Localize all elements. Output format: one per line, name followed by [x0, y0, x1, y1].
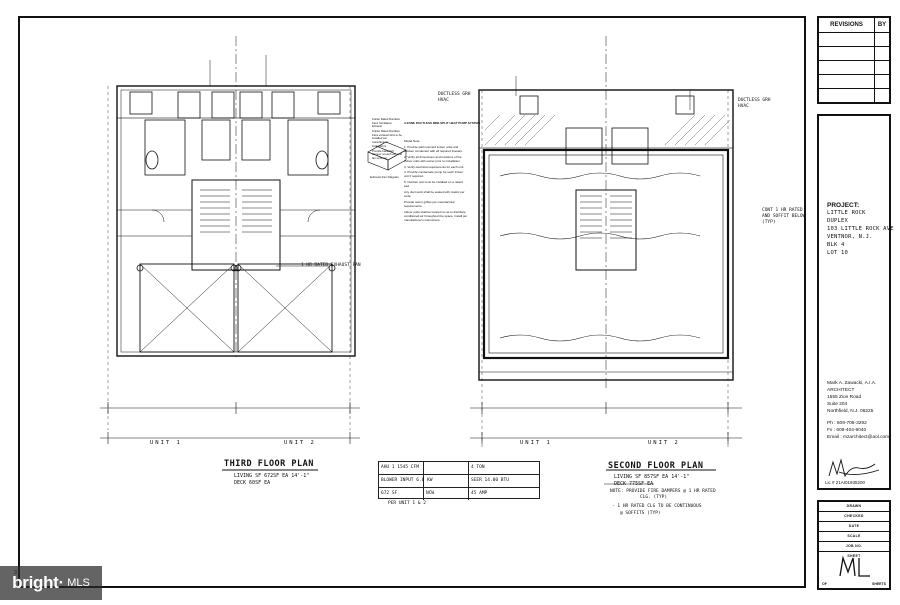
date-label: DATE — [819, 522, 889, 532]
architect-fax: Fx : 609-404-9040 — [827, 428, 867, 433]
drawn-label: DRAWN — [819, 502, 889, 512]
project-line: VENTNOR, N.J. — [827, 234, 873, 240]
checked-label: CHECKED — [819, 512, 889, 522]
second-floor-deck-sf: DECK 775SF EA — [614, 481, 654, 487]
fire-damper-note-cont: CLG. (TYP) — [640, 495, 668, 500]
third-floor-unit-2-label: UNIT 2 — [284, 440, 316, 446]
logo-dot-icon: · — [58, 573, 65, 592]
rated-ceiling-note-cont: @ SOFFITS (TYP) — [620, 511, 661, 516]
architect-phone: Ph : 609-708-3292 — [827, 421, 867, 426]
revisions-by-header: BY — [877, 22, 887, 28]
drawing-info-box: DRAWN CHECKED DATE SCALE JOB NO. SHEET O… — [817, 500, 891, 590]
second-floor-living-sf: LIVING SF 857SF EA 14'-1" — [614, 474, 690, 480]
sheets-label: SHEETS — [871, 582, 886, 586]
architect-address-2: Suite 204 — [827, 402, 848, 407]
logo-suffix: MLS — [67, 577, 90, 589]
architect-title: ARCHITECT — [827, 388, 855, 393]
hvac-table-row: AHU 1 1545 CFM 4 TON — [379, 462, 539, 475]
project-label: PROJECT: — [827, 202, 860, 209]
second-floor-plan-title: SECOND FLOOR PLAN — [608, 461, 704, 471]
spec-heading: 3-ZONE DUCTLESS MINI-SPLIT HEAT PUMP SYS… — [404, 121, 481, 125]
project-line: LITTLE ROCK — [827, 210, 866, 216]
hvac-table: AHU 1 1545 CFM 4 TON BLOWER INPUT 6.6 KW… — [378, 461, 540, 500]
project-box: PROJECT: LITTLE ROCK DUPLEX 103 LITTLE R… — [817, 114, 894, 490]
revisions-box: REVISIONS BY — [817, 16, 891, 104]
sheet-label: SHEET — [847, 554, 861, 558]
sheets-of-label: OF — [822, 582, 827, 586]
hvac-table-row: BLOWER INPUT 6.6 KW SEER 14.00 BTU — [379, 475, 539, 488]
architect-address-1: 1555 Zion Road — [827, 395, 862, 400]
third-floor-plan — [100, 36, 360, 444]
job-no-label: JOB NO. — [819, 542, 889, 552]
sheet-border — [18, 16, 806, 588]
project-line: 103 LITTLE ROCK AVE — [827, 226, 894, 232]
third-floor-plan-title: THIRD FLOOR PLAN — [224, 459, 314, 469]
project-line: BLK 4 — [827, 242, 845, 248]
revision-row — [819, 47, 889, 61]
license-number: Lic # 21AI01935200 — [825, 480, 866, 485]
architect-signature — [828, 458, 880, 478]
third-floor-deck-sf: DECK 60SF EA — [234, 480, 271, 486]
third-floor-living-sf: LIVING SF 672SF EA 14'-1" — [234, 473, 310, 479]
hvac-spec-notes: Model Note: 1. Provide wall mounted indo… — [404, 139, 468, 223]
exhaust-fan-note: 1 HR RATED EXHAUST FAN — [301, 263, 361, 268]
architect-email: Email : mzarchitect@aol.com — [827, 435, 890, 440]
logo-brand: bright — [12, 573, 59, 592]
revision-row — [819, 33, 889, 47]
revision-row — [819, 61, 889, 75]
revision-row — [819, 75, 889, 89]
hvac-table-footer: PER UNIT 1 & 2 — [388, 501, 426, 506]
ductless-hvac-label-left: DUCTLESS GRH HVAC — [438, 92, 471, 103]
exhaust-fan-detail — [367, 141, 407, 171]
architect-address-3: Northfield, N.J. 08225 — [827, 409, 874, 414]
soffit-note: CONT 1 HR RATED AND SOFFIT BELOW (TYP) — [762, 208, 806, 225]
title-block: REVISIONS BY PROJECT: LITTLE ROCK DUPLEX… — [817, 16, 894, 590]
second-floor-unit-2-label: UNIT 2 — [648, 440, 680, 446]
brightmls-logo: bright · MLS — [0, 566, 102, 600]
rated-ceiling-note: - 1 HR RATED CLG TO BE CONTINUOUS — [612, 504, 702, 509]
architect-name: Mark A. Zawacki, A.I.A. — [827, 381, 877, 386]
exhaust-fan-spec-left: Kohler Rated Ductless Fans Ventilation E… — [372, 117, 403, 160]
revision-row — [819, 89, 889, 102]
scale-label: SCALE — [819, 532, 889, 542]
sheet-initials — [839, 555, 870, 577]
project-line: LOT 10 — [827, 250, 849, 256]
ductless-hvac-label-right: DUCTLESS GRH HVAC — [738, 98, 771, 109]
fire-damper-note: NOTE: PROVIDE FIRE DAMPERS @ 1 HR RATED — [610, 489, 716, 494]
third-floor-unit-1-label: UNIT 1 — [150, 440, 182, 446]
revisions-header: REVISIONS — [819, 18, 875, 32]
second-floor-plan — [470, 36, 742, 450]
exhaust-fan-caption: Exhaust Fan Diagram — [370, 175, 400, 179]
second-floor-unit-1-label: UNIT 1 — [520, 440, 552, 446]
hvac-table-row: 672 SF NCW 45 AMP — [379, 488, 539, 500]
plan-title-underlines — [222, 469, 716, 485]
project-line: DUPLEX — [827, 218, 849, 224]
architect-info: Mark A. Zawacki, A.I.A. ARCHITECT 1555 Z… — [827, 380, 889, 441]
